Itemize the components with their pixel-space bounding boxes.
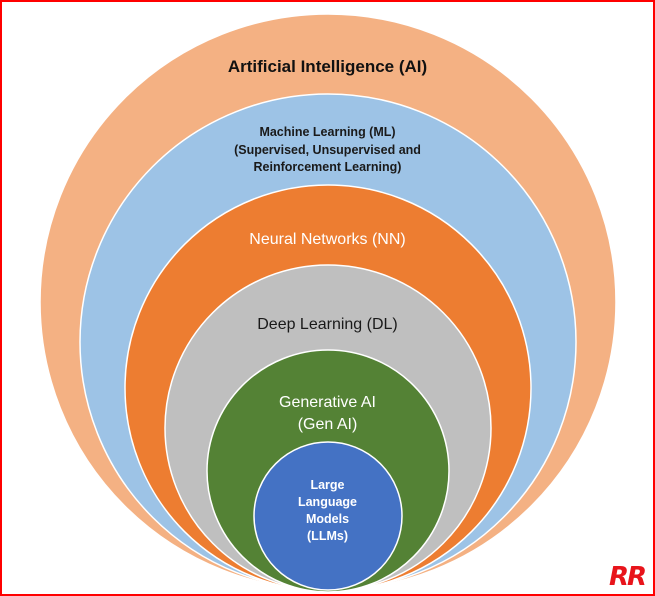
label-line: Machine Learning (ML) [259,125,396,139]
label-large-language-models: Large Language Models (LLMs) [2,477,653,545]
label-line: Artificial Intelligence (AI) [227,57,428,76]
label-line: Deep Learning (DL) [257,316,398,333]
label-neural-networks: Neural Networks (NN) [2,230,653,250]
label-line: Language [297,494,358,509]
label-line: (LLMs) [307,528,348,543]
rr-watermark-logo: RR [608,562,647,592]
label-line: Large [310,478,345,492]
label-generative-ai: Generative AI (Gen AI) [2,392,653,435]
circle-llm [253,441,403,591]
label-line: Generative AI [279,394,376,411]
label-machine-learning: Machine Learning (ML) (Supervised, Unsup… [2,124,653,177]
label-artificial-intelligence: Artificial Intelligence (AI) [2,56,653,77]
label-line: Models [305,511,350,526]
label-line: Neural Networks (NN) [249,231,406,248]
label-line: (Gen AI) [297,415,358,433]
label-deep-learning: Deep Learning (DL) [2,315,653,335]
label-line: (Supervised, Unsupervised and [234,142,421,157]
label-line: Reinforcement Learning) [253,160,402,174]
